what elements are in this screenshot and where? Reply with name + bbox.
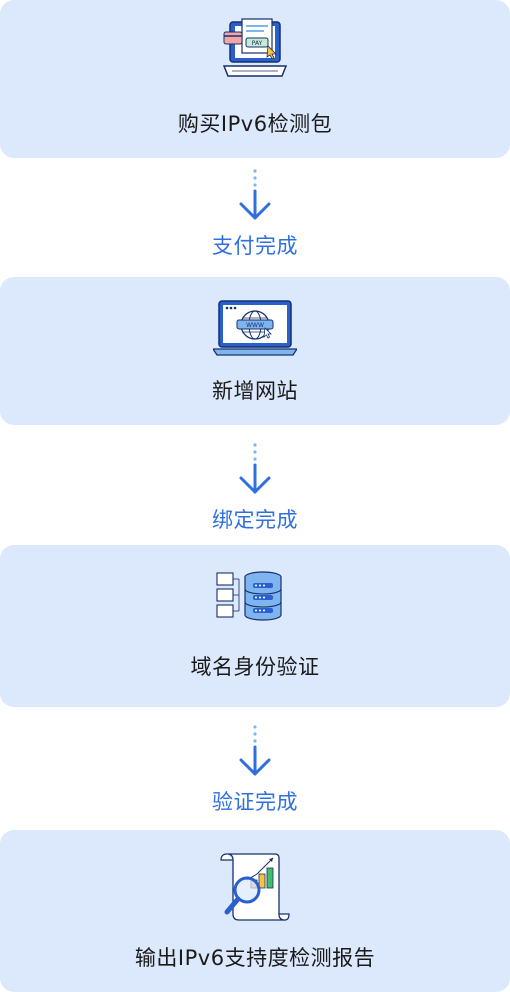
connector-binding: 绑定完成: [0, 440, 510, 534]
svg-text:WWW: WWW: [246, 322, 264, 329]
connector-label-payment: 支付完成: [212, 234, 298, 258]
step-label-domain-verify: 域名身份验证: [190, 655, 320, 679]
connector-verified: 验证完成: [0, 722, 510, 816]
report-analysis-icon: [217, 850, 293, 930]
step-card-purchase: PAY 购买IPv6检测包: [0, 0, 510, 158]
connector-payment: 支付完成: [0, 166, 510, 260]
step-label-report: 输出IPv6支持度检测报告: [134, 946, 376, 970]
step-card-report: 输出IPv6支持度检测报告: [0, 830, 510, 992]
step-label-add-site: 新增网站: [212, 379, 298, 403]
connector-label-verified: 验证完成: [212, 790, 298, 814]
arrow-down-icon: [239, 725, 271, 776]
payment-laptop-icon: PAY: [220, 16, 290, 90]
step-card-add-site: WWW 新增网站: [0, 277, 510, 425]
arrow-down-icon: [239, 169, 271, 220]
step-label-purchase: 购买IPv6检测包: [177, 112, 333, 136]
connector-label-binding: 绑定完成: [212, 508, 298, 532]
arrow-down-icon: [239, 443, 271, 494]
database-verify-icon: [215, 569, 295, 629]
website-laptop-icon: WWW: [211, 297, 299, 363]
svg-text:PAY: PAY: [252, 40, 263, 47]
step-card-domain-verify: 域名身份验证: [0, 545, 510, 707]
